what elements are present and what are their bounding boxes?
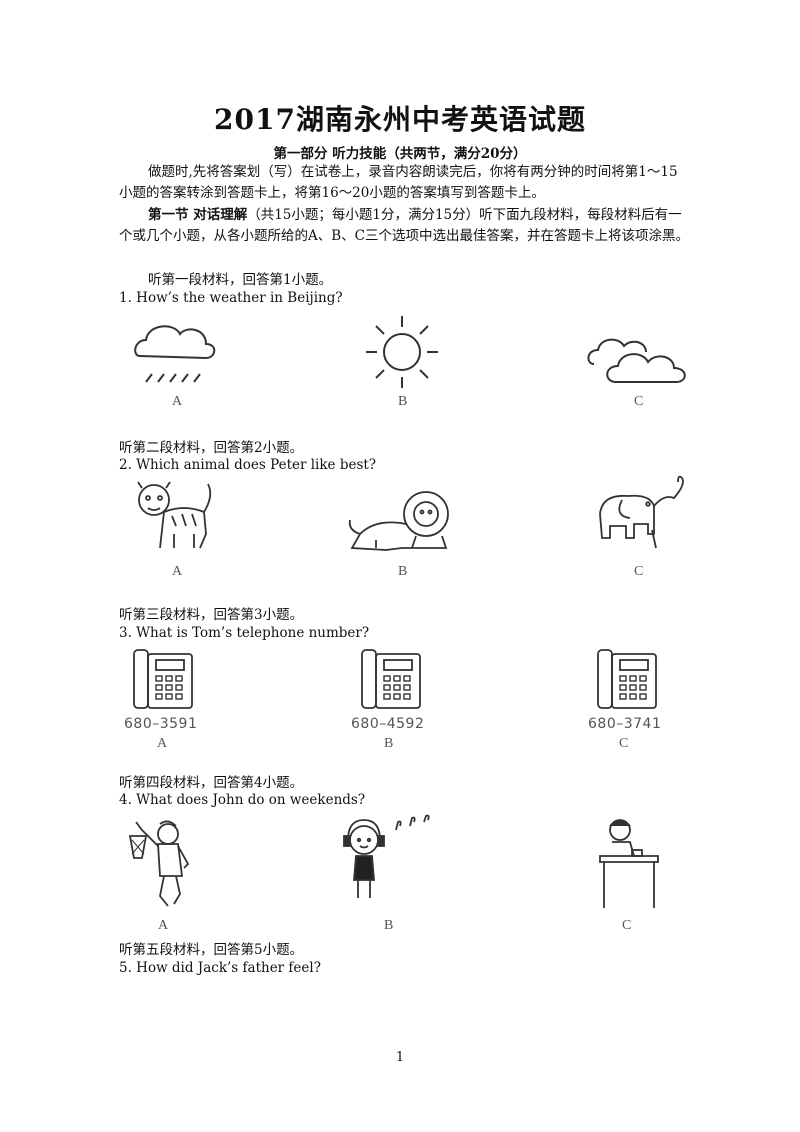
- question-4-intro: 听第四段材料，回答第4小题。: [119, 775, 304, 791]
- option-c: C: [619, 736, 629, 751]
- tiger-icon: [137, 481, 212, 549]
- elephant-icon: [599, 475, 684, 549]
- phone-number-c: 680–3741: [588, 716, 662, 732]
- telephone-icon: [597, 649, 657, 709]
- question-5-intro: 听第五段材料，回答第5小题。: [119, 942, 304, 958]
- option-b: B: [398, 394, 408, 409]
- part-heading: 第一部分 听力技能（共两节，满分20分）: [273, 146, 527, 162]
- clouds-icon: [587, 338, 686, 383]
- question-3-intro: 听第三段材料，回答第3小题。: [119, 607, 304, 623]
- lion-icon: [348, 491, 449, 551]
- telephone-icon: [361, 649, 421, 709]
- option-a: A: [172, 394, 183, 409]
- page-number: 1: [395, 1050, 405, 1065]
- rain-cloud-icon: [134, 325, 216, 383]
- question-5-text: 5. How did Jack’s father feel?: [119, 960, 321, 976]
- phone-number-b: 680–4592: [351, 716, 425, 732]
- option-b: B: [398, 564, 408, 579]
- option-c: C: [622, 918, 632, 933]
- option-b: B: [384, 736, 394, 751]
- question-1-text: 1. How’s the weather in Beijing?: [119, 290, 343, 306]
- headphones-boy-icon: [343, 814, 430, 898]
- option-c: C: [634, 394, 644, 409]
- section-intro: 第一节 对话理解（共15小题；每小题1分，满分15分）听下面九段材料，每段材料后…: [119, 205, 691, 247]
- phone-number-a: 680–3591: [124, 716, 198, 732]
- option-a: A: [157, 736, 168, 751]
- question-4-text: 4. What does John do on weekends?: [119, 792, 366, 808]
- page-title: 2017湖南永州中考英语试题: [214, 103, 586, 136]
- question-1-intro: 听第一段材料，回答第1小题。: [148, 272, 333, 288]
- instructions: 做题时,先将答案划（写）在试卷上，录音内容朗读完后，你将有两分钟的时间将第1～1…: [119, 164, 678, 201]
- option-a: A: [172, 564, 183, 579]
- section-heading: 第一节 对话理解: [148, 207, 248, 223]
- boy-at-desk-icon: [599, 819, 659, 908]
- question-2-intro: 听第二段材料，回答第2小题。: [119, 440, 304, 456]
- basketball-player-icon: [128, 820, 190, 907]
- question-2-text: 2. Which animal does Peter like best?: [119, 457, 377, 473]
- section-text: （共15小题；每小题1分，满分15分）听下面九段材料，每段材料后有一个或几个小题…: [119, 207, 689, 244]
- option-a: A: [158, 918, 169, 933]
- option-b: B: [384, 918, 394, 933]
- telephone-icon: [133, 649, 193, 709]
- option-c: C: [634, 564, 644, 579]
- question-3-text: 3. What is Tom’s telephone number?: [119, 625, 370, 641]
- sun-icon: [366, 316, 438, 388]
